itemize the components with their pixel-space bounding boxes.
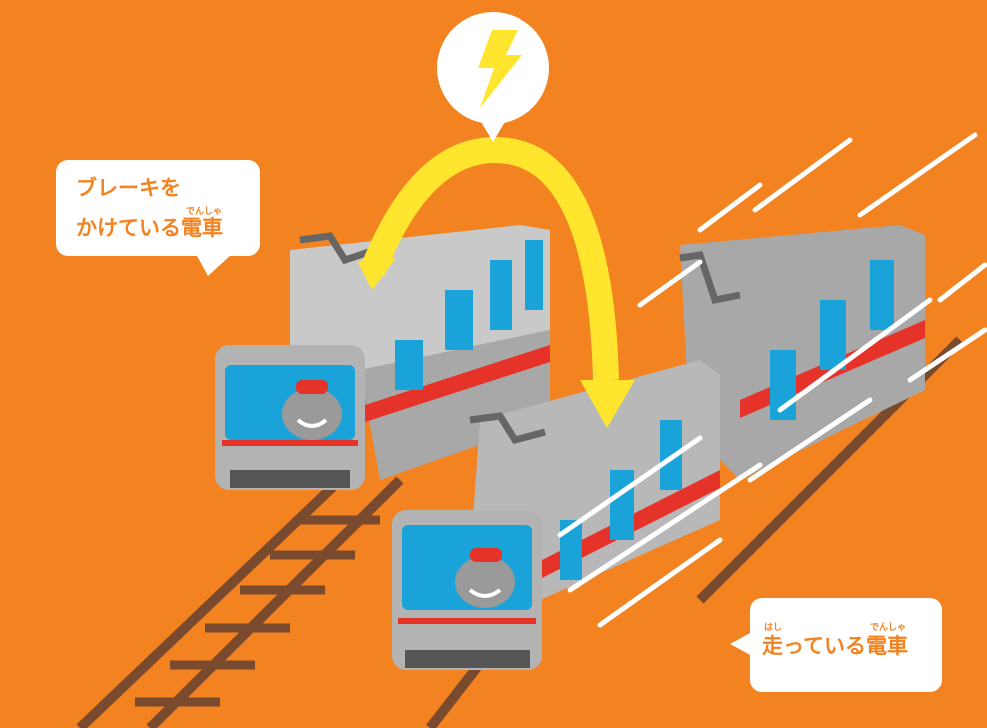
braking-train: [215, 225, 550, 490]
running-train: [392, 225, 925, 670]
driver-character-2: [455, 548, 515, 608]
brake-arrow-icon: [358, 136, 635, 428]
run-ruby-densha: でんしゃ: [870, 623, 907, 633]
lightning-bubble: [437, 12, 549, 142]
speed-lines: [557, 132, 987, 628]
run-label: 走っている電車: [762, 634, 908, 658]
brake-ruby-densha: でんしゃ: [186, 207, 223, 217]
left-railway-track: [76, 476, 404, 728]
speech-bubble-tail: [196, 254, 232, 276]
driver-character: [282, 380, 342, 440]
running-train-speech-bubble: はし でんしゃ 走っている電車: [730, 598, 942, 692]
run-ruby-hashi: はし: [764, 623, 783, 633]
brake-label-line2: かけている電車: [76, 216, 223, 240]
braking-train-speech-bubble: ブレーキを でんしゃ かけている電車: [56, 160, 260, 276]
speech-bubble-tail: [730, 632, 752, 656]
lightning-icon: [478, 30, 522, 108]
brake-label-line1: ブレーキを: [76, 176, 181, 200]
